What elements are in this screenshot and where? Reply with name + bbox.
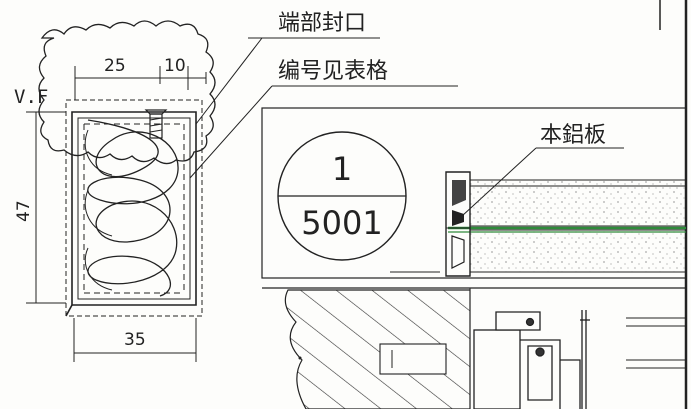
label-end-seal: 端部封口 — [278, 11, 366, 36]
reference-dot — [298, 356, 302, 360]
dim-height: 47 — [14, 200, 34, 222]
section-marker-top: 1 — [332, 150, 352, 188]
dim-top-right: 10 — [164, 56, 186, 76]
glazing-lines — [626, 317, 686, 369]
section-marker-bottom: 5001 — [301, 204, 382, 242]
label-see-table: 编号见表格 — [278, 59, 388, 84]
aluminum-panel — [445, 171, 687, 277]
top-dimension — [74, 66, 207, 100]
profile-section — [65, 99, 203, 317]
height-dimension — [26, 111, 66, 304]
dim-bottom: 35 — [124, 330, 146, 350]
structure-outline — [261, 107, 687, 330]
revision-cloud — [38, 20, 216, 165]
label-aluminum-plate: 本鋁板 — [540, 123, 606, 148]
concrete-beam — [284, 289, 471, 409]
window-frame — [473, 310, 590, 409]
dim-top-left: 25 — [104, 56, 126, 76]
vf-label: V.F — [14, 86, 48, 108]
bottom-dimension — [73, 318, 197, 362]
section-marker — [277, 131, 407, 261]
